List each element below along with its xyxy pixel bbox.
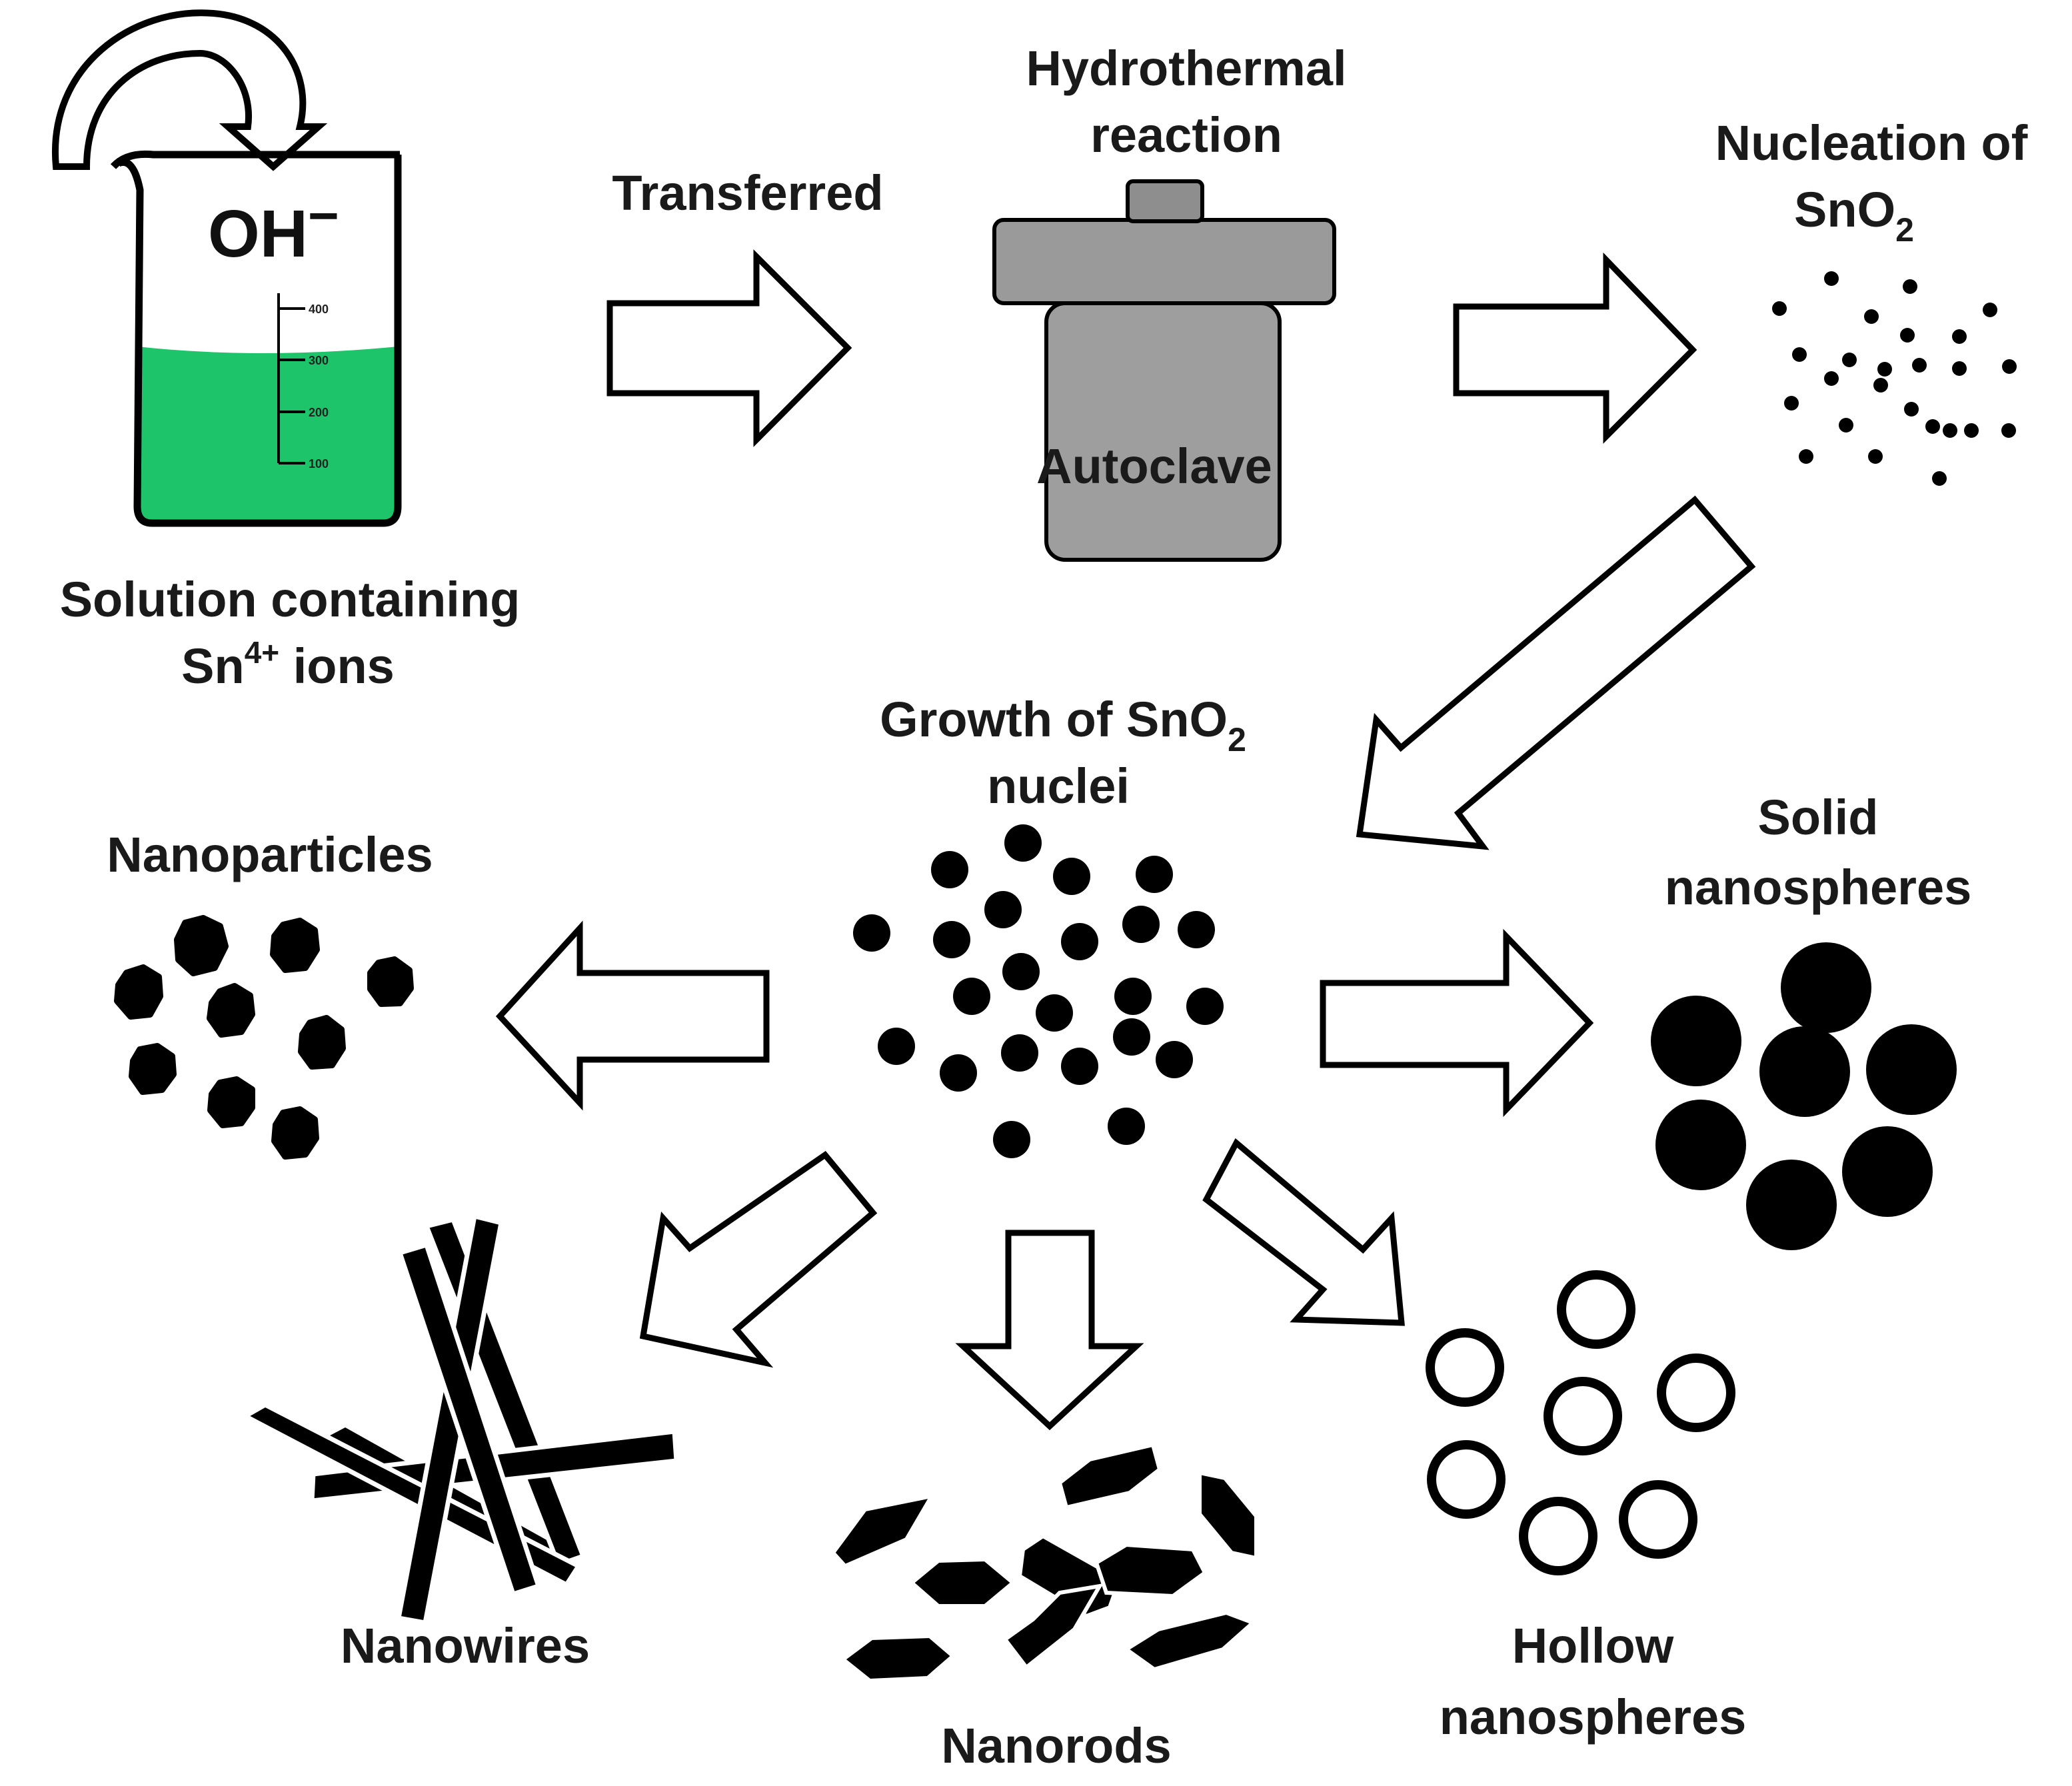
beaker: 400 300 200 100 OH− <box>51 9 402 527</box>
arrow-to-nucleation <box>1453 252 1697 444</box>
hydroxide-label: OH− <box>208 186 339 271</box>
solid-label-line1: Solid <box>1758 790 1879 845</box>
tick-label: 400 <box>309 303 329 316</box>
measurement-scale <box>277 293 305 464</box>
hollow-label-line2: nanospheres <box>1440 1689 1747 1745</box>
autoclave <box>992 179 1336 562</box>
growth-label-line1: Growth of SnO2 <box>880 692 1246 758</box>
arrow-to-nanowires <box>639 1150 878 1368</box>
nucleation-label-line2: SnO2 <box>1794 182 1914 249</box>
nanoparticles-cluster <box>114 915 414 1160</box>
solution-label-line2: Sn4+ ions <box>181 635 395 694</box>
nanoparticles-label: Nanoparticles <box>107 827 433 882</box>
beaker-rim <box>110 150 400 169</box>
solid-nanospheres <box>1651 942 1957 1250</box>
autoclave-label: Autoclave <box>1036 439 1272 494</box>
arrow-to-nanoparticles <box>495 920 770 1111</box>
solid-label-line2: nanospheres <box>1665 860 1972 915</box>
arrow-to-nanorods <box>955 1230 1144 1431</box>
hydrothermal-label-line1: Hydrothermal <box>1026 41 1346 96</box>
arrow-transferred <box>606 249 852 447</box>
arrow-to-growth <box>1356 495 1756 850</box>
growing-nuclei <box>853 824 1224 1158</box>
nanorods-cluster <box>830 1442 1258 1683</box>
nanowires-label: Nanowires <box>341 1618 590 1673</box>
nanorods-label: Nanorods <box>941 1718 1171 1773</box>
nuclei-dots <box>1772 271 2017 486</box>
beaker-solution <box>137 347 398 523</box>
tick-label: 300 <box>309 354 329 367</box>
hydrothermal-label-line2: reaction <box>1090 107 1282 163</box>
circular-stir-arrow <box>51 9 328 171</box>
arrow-to-hollow-nanospheres <box>1202 1138 1405 1326</box>
nanowires-cluster <box>240 1213 679 1626</box>
nucleation-label-line1: Nucleation of <box>1715 115 2028 171</box>
transferred-label: Transferred <box>612 165 883 221</box>
growth-label-line2: nuclei <box>987 758 1130 814</box>
beaker-glass <box>117 155 402 527</box>
hollow-nanospheres <box>1426 1270 1735 1575</box>
hollow-label-line1: Hollow <box>1512 1618 1674 1673</box>
solution-label-line1: Solution containing <box>60 572 520 627</box>
tick-label: 200 <box>309 406 329 419</box>
arrow-to-solid-nanospheres <box>1320 928 1594 1118</box>
tick-label: 100 <box>309 457 329 470</box>
